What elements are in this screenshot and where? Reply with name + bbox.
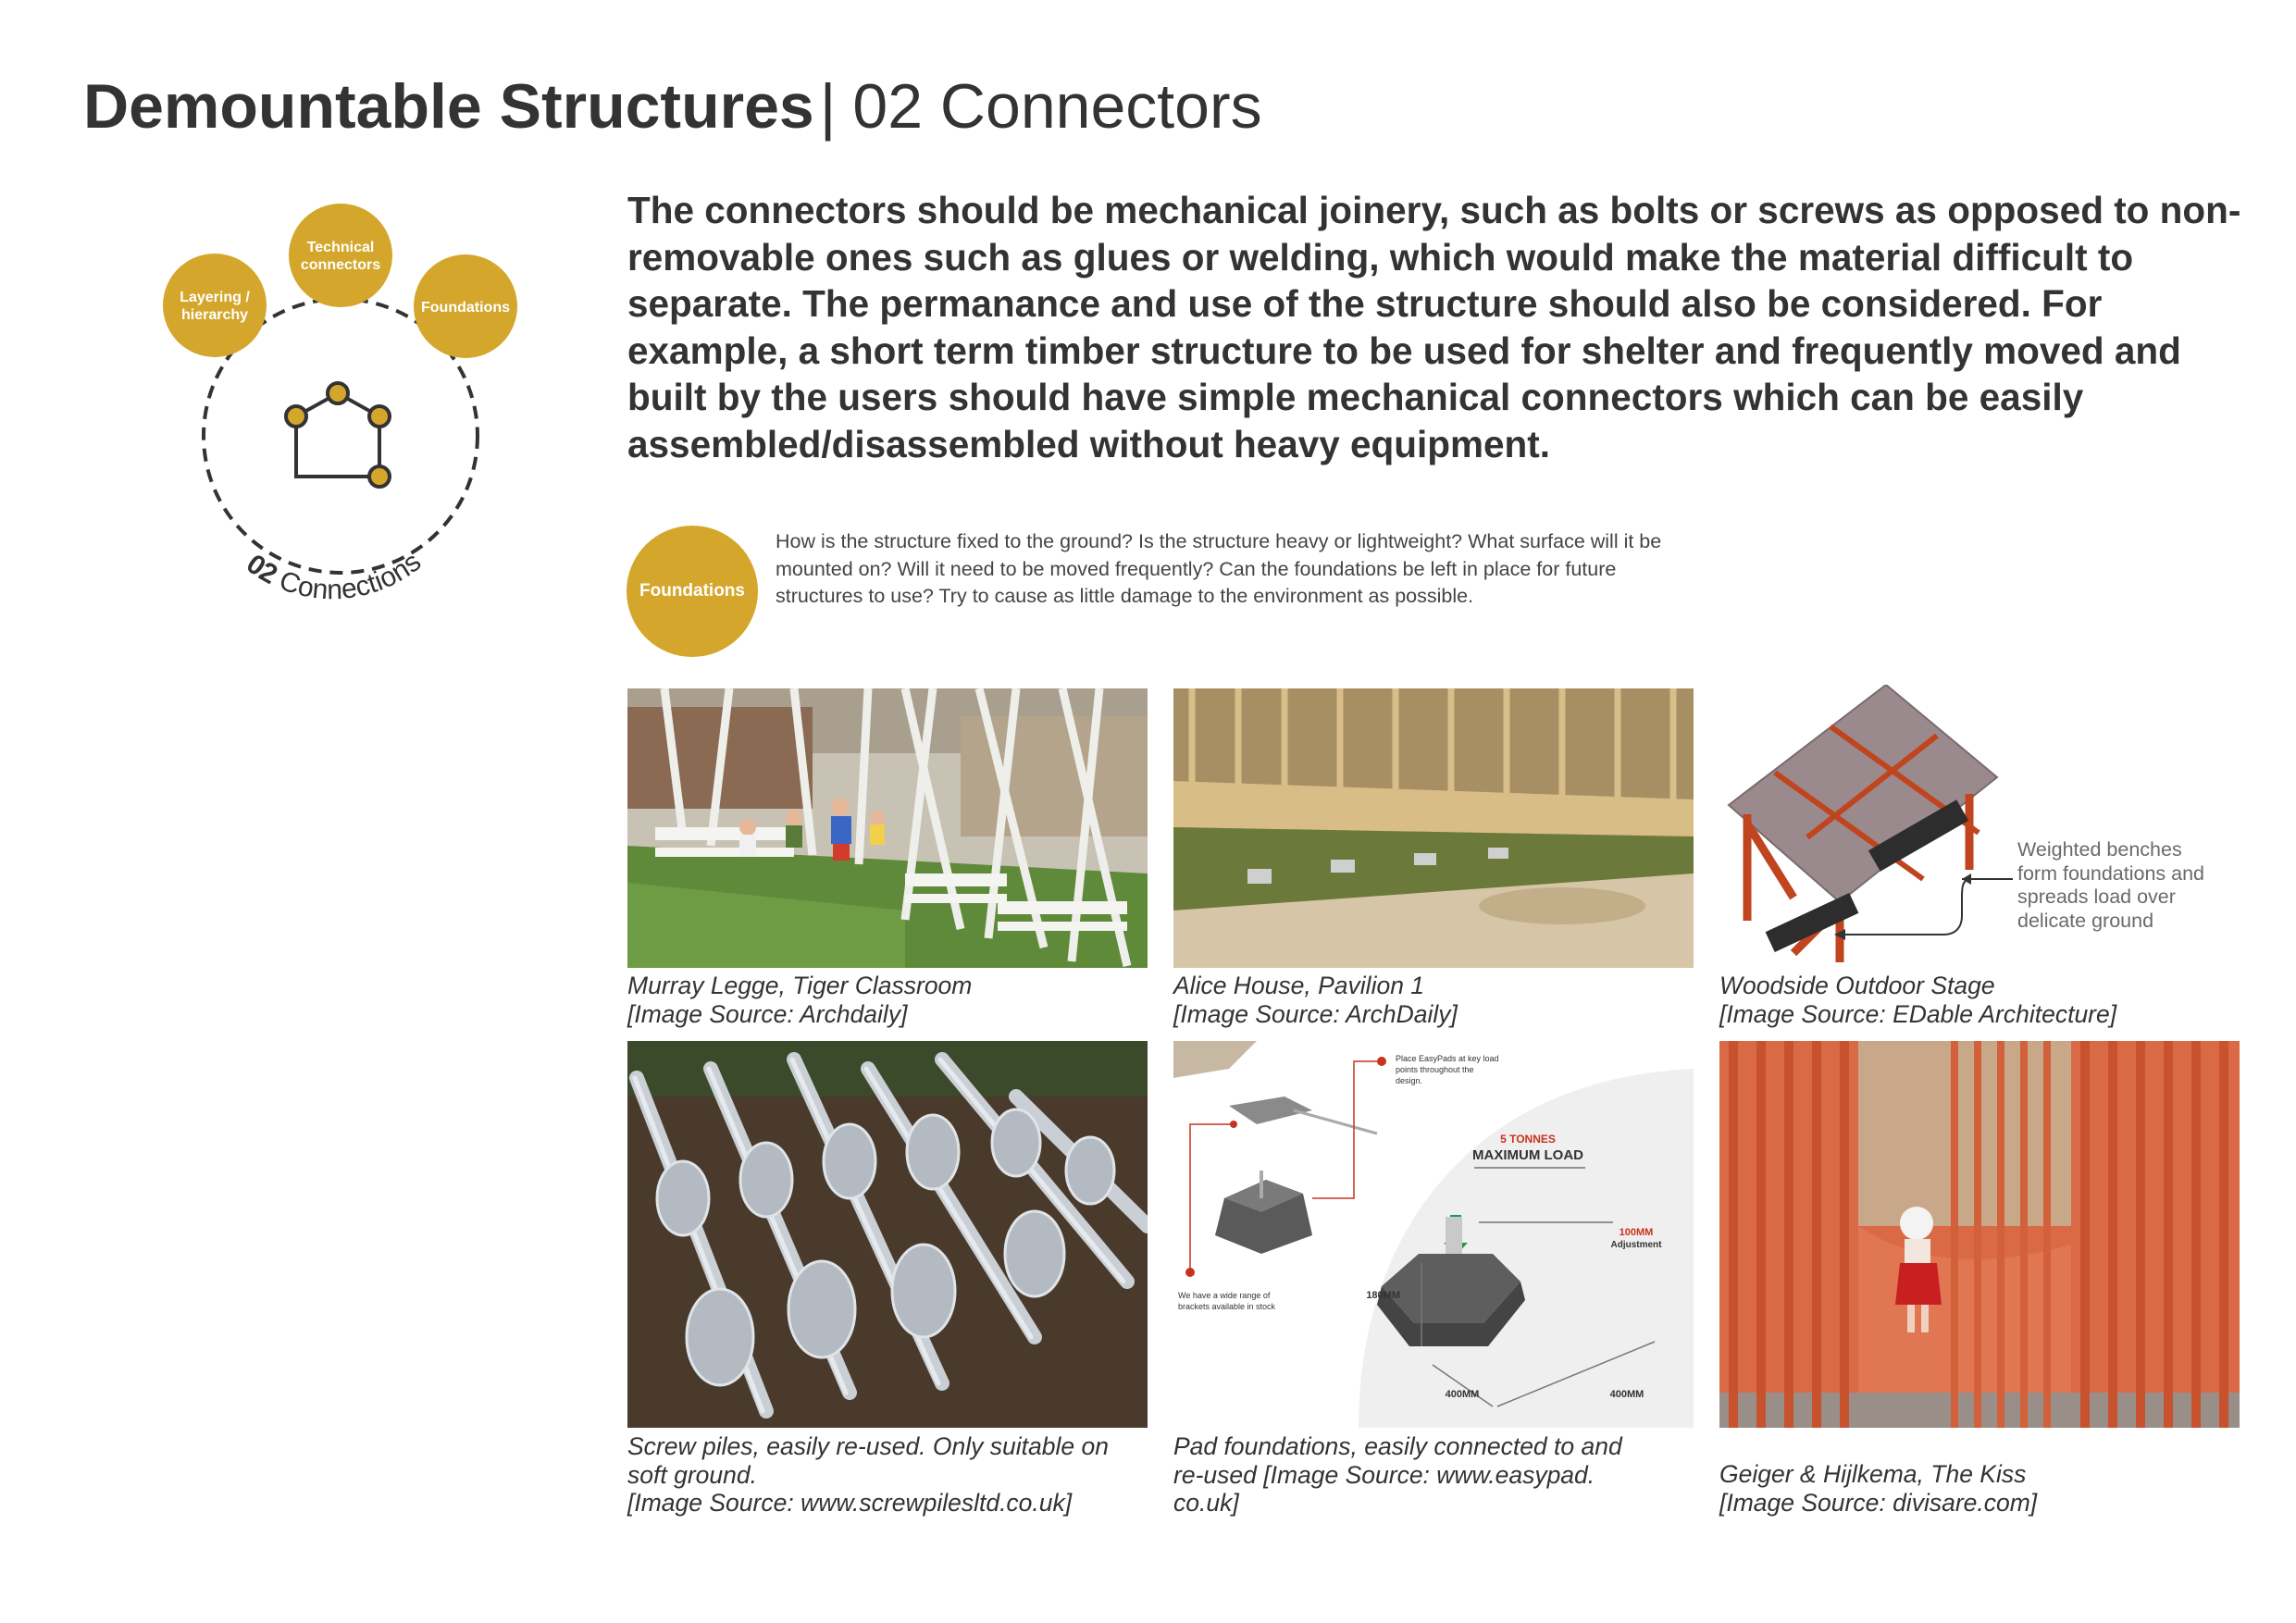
easypad-note: brackets available in stock	[1178, 1302, 1276, 1311]
arc-caption: 02 Connections	[241, 547, 427, 606]
node-technical-connectors: Technical connectors	[289, 204, 392, 307]
photo-tiger-classroom	[627, 688, 1148, 968]
easypad-adjust-value: 100MM	[1620, 1227, 1654, 1238]
easypad-note: Place EasyPads at key load	[1396, 1054, 1499, 1063]
foundations-badge-label: Foundations	[639, 581, 745, 601]
caption-the-kiss: Geiger & Hijlkema, The Kiss [Image Sourc…	[1719, 1460, 2247, 1517]
easypad-load-label: MAXIMUM LOAD	[1472, 1147, 1583, 1163]
easypad-note: points throughout the	[1396, 1065, 1474, 1074]
node-technical-label-2: connectors	[301, 257, 380, 273]
caption-line: [Image Source: Archdaily]	[627, 999, 908, 1028]
node-layering-label-1: Layering /	[180, 290, 250, 305]
node-layering-label-2: hierarchy	[181, 307, 248, 323]
connections-diagram: Technical connectors Layering / hierarch…	[148, 194, 518, 638]
annotation-line: spreads load over	[2017, 886, 2176, 908]
annotation-line: Weighted benches	[2017, 838, 2182, 861]
caption-line: Pad foundations, easily connected to and	[1173, 1432, 1622, 1460]
caption-line: re-used [Image Source: www.easypad.	[1173, 1460, 1595, 1489]
caption-line: soft ground.	[627, 1460, 757, 1489]
caption-line: [Image Source: www.screwpilesltd.co.uk]	[627, 1489, 1073, 1517]
foundations-badge: Foundations	[627, 526, 758, 657]
easypad-width-right: 400MM	[1610, 1389, 1644, 1400]
diagram-woodside-stage	[1719, 685, 2016, 972]
caption-line: Geiger & Hijlkema, The Kiss	[1719, 1460, 2027, 1488]
intro-paragraph: The connectors should be mechanical join…	[627, 189, 2241, 465]
easypad-adjust-label: Adjustment	[1611, 1240, 1663, 1250]
photo-alice-house-pavilion	[1173, 688, 1694, 968]
easypad-width-left: 400MM	[1446, 1389, 1480, 1400]
caption-line: [Image Source: EDable Architecture]	[1719, 999, 2117, 1028]
photo-the-kiss	[1719, 1041, 2240, 1428]
node-technical-label-1: Technical	[307, 240, 375, 255]
caption-line: co.uk]	[1173, 1489, 1239, 1517]
foundations-questions: How is the structure fixed to the ground…	[776, 530, 1662, 607]
node-foundations: Foundations	[414, 254, 517, 358]
caption-easypad: Pad foundations, easily connected to and…	[1173, 1432, 1701, 1518]
page-title: Demountable Structures|02 Connectors	[83, 65, 1262, 148]
caption-line: Screw piles, easily re-used. Only suitab…	[627, 1432, 1109, 1460]
title-subtitle: 02 Connectors	[852, 71, 1262, 142]
caption-tiger-classroom: Murray Legge, Tiger Classroom [Image Sou…	[627, 972, 1155, 1028]
connections-diagram-svg: Technical connectors Layering / hierarch…	[163, 204, 517, 606]
photo-screw-piles	[627, 1041, 1148, 1428]
caption-alice-house: Alice House, Pavilion 1 [Image Source: A…	[1173, 972, 1701, 1028]
caption-screw-piles: Screw piles, easily re-used. Only suitab…	[627, 1432, 1155, 1518]
caption-line: Murray Legge, Tiger Classroom	[627, 972, 973, 999]
easypad-note: We have a wide range of	[1178, 1291, 1271, 1300]
diagram-easypad-foundation: Place EasyPads at key load points through…	[1173, 1041, 1694, 1428]
annotation-line: form foundations and	[2017, 861, 2204, 885]
house-connector-icon	[284, 381, 391, 489]
easypad-load-value: 5 TONNES	[1500, 1133, 1556, 1146]
caption-line: [Image Source: divisare.com]	[1719, 1488, 2038, 1517]
easypad-note: design.	[1396, 1076, 1422, 1085]
caption-woodside-stage: Woodside Outdoor Stage [Image Source: ED…	[1719, 972, 2247, 1028]
caption-line: Woodside Outdoor Stage	[1719, 972, 1995, 999]
annotation-arrows	[1834, 873, 2013, 940]
node-layering-hierarchy: Layering / hierarchy	[163, 254, 267, 357]
caption-line: [Image Source: ArchDaily]	[1173, 999, 1458, 1028]
easypad-height: 180MM	[1366, 1290, 1400, 1301]
title-separator: |	[819, 71, 837, 142]
title-bold: Demountable Structures	[83, 71, 814, 142]
arc-label: Connections	[276, 547, 427, 606]
caption-line: Alice House, Pavilion 1	[1173, 972, 1425, 999]
annotation-line: delicate ground	[2017, 909, 2154, 932]
stage-annotation: Weighted benches form foundations and sp…	[2017, 838, 2240, 933]
node-foundations-label: Foundations	[421, 300, 510, 316]
